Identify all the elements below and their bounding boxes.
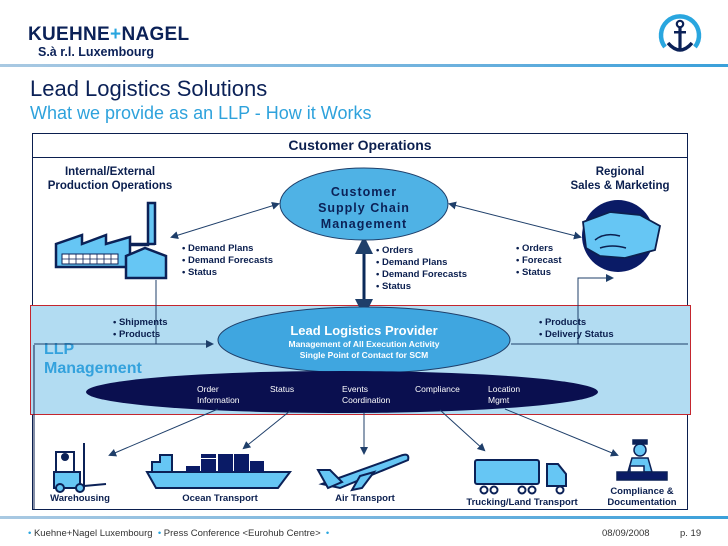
flow-item: Demand Forecasts bbox=[376, 269, 467, 281]
customer-operations-header: Customer Operations bbox=[32, 133, 688, 158]
connector-ocean bbox=[242, 410, 291, 450]
llp-label-line1: LLP bbox=[44, 341, 75, 358]
function-status: Status bbox=[270, 384, 294, 395]
company-entity: S.à r.l. Luxembourg bbox=[38, 45, 154, 59]
function-line1: Compliance bbox=[415, 384, 460, 394]
cscm-label-line2: Supply Chain bbox=[318, 201, 410, 215]
flow-production-cscm-list: Demand Plans Demand Forecasts Status bbox=[182, 243, 273, 279]
function-events-coordination: Events Coordination bbox=[342, 384, 390, 406]
connector-trucking bbox=[439, 409, 486, 452]
connector-sales-cscm bbox=[448, 201, 582, 240]
footer-date: 08/09/2008 bbox=[602, 528, 650, 539]
function-order-information: Order Information bbox=[197, 384, 240, 406]
footer-event: Press Conference <Eurohub Centre> bbox=[163, 528, 321, 539]
flow-item: Status bbox=[182, 267, 273, 279]
flow-item: Forecast bbox=[516, 255, 562, 267]
footer-separator bbox=[0, 516, 728, 519]
service-compliance-line2: Documentation bbox=[607, 497, 677, 508]
function-line1: Events bbox=[342, 384, 368, 394]
sales-label-line2: Sales & Marketing bbox=[570, 180, 670, 192]
llp-ellipse-label: Lead Logistics Provider Management of Al… bbox=[230, 323, 498, 361]
flow-item: Products bbox=[539, 317, 614, 329]
service-trucking-label: Trucking/Land Transport bbox=[466, 497, 578, 508]
production-operations-label: Internal/External Production Operations bbox=[40, 165, 180, 193]
llp-title: Lead Logistics Provider bbox=[290, 323, 438, 338]
bullet-icon: • bbox=[157, 528, 164, 539]
flow-item: Orders bbox=[516, 243, 562, 255]
flow-production-llp-list: Shipments Products bbox=[113, 317, 168, 341]
flow-item: Demand Plans bbox=[182, 243, 273, 255]
function-line1: Order bbox=[197, 384, 219, 394]
flow-item: Products bbox=[113, 329, 168, 341]
production-label-line1: Internal/External bbox=[64, 166, 156, 178]
function-compliance: Compliance bbox=[415, 384, 460, 395]
ship-icon bbox=[145, 454, 292, 489]
flow-item: Demand Plans bbox=[376, 257, 467, 269]
llp-line2: Single Point of Contact for SCM bbox=[299, 350, 429, 360]
connector-warehousing bbox=[108, 408, 219, 457]
flow-item: Status bbox=[376, 281, 467, 293]
customs-officer-icon bbox=[616, 439, 668, 481]
flow-item: Demand Forecasts bbox=[182, 255, 273, 267]
connector-production-cscm bbox=[170, 201, 280, 240]
handshake-icon bbox=[582, 200, 662, 272]
header-separator bbox=[0, 64, 728, 67]
brand-left: KUEHNE bbox=[28, 24, 111, 45]
factory-icon bbox=[54, 201, 168, 280]
llp-line1: Management of All Execution Activity bbox=[288, 339, 440, 349]
cscm-label: Customer Supply Chain Management bbox=[290, 184, 438, 232]
cscm-label-line3: Management bbox=[320, 217, 408, 231]
function-location-mgmt: Location Mgmt bbox=[488, 384, 520, 406]
airplane-icon bbox=[316, 453, 410, 492]
slide-subtitle: What we provide as an LLP - How it Works bbox=[30, 103, 372, 123]
forklift-icon bbox=[53, 443, 107, 493]
production-label-line2: Production Operations bbox=[47, 180, 173, 192]
cscm-ellipse bbox=[279, 167, 449, 241]
flow-item: Status bbox=[516, 267, 562, 279]
flow-item: Delivery Status bbox=[539, 329, 614, 341]
company-logo-text: KUEHNE+NAGEL bbox=[28, 24, 189, 46]
function-line2: Coordination bbox=[342, 395, 391, 405]
slide-title: Lead Logistics Solutions bbox=[30, 76, 268, 101]
flow-sales-cscm-list: Orders Forecast Status bbox=[516, 243, 562, 279]
function-line2: Mgmt bbox=[488, 395, 510, 405]
flow-cscm-llp-list: Orders Demand Plans Demand Forecasts Sta… bbox=[376, 245, 467, 293]
function-line1: Location bbox=[488, 384, 521, 394]
functions-ellipse bbox=[86, 371, 598, 413]
service-ocean-label: Ocean Transport bbox=[182, 493, 258, 504]
llp-label-line2: Management bbox=[44, 360, 142, 377]
bullet-icon: • bbox=[325, 528, 330, 539]
footer-page-number: p. 19 bbox=[680, 528, 702, 539]
footer-company: Kuehne+Nagel Luxembourg bbox=[33, 528, 153, 539]
cscm-label-line1: Customer bbox=[330, 185, 398, 199]
service-compliance-line1: Compliance & bbox=[610, 486, 674, 497]
service-compliance-label: Compliance & Documentation bbox=[597, 486, 687, 508]
flow-item: Orders bbox=[376, 245, 467, 257]
llp-management-label: LLP Management bbox=[44, 340, 142, 378]
footer-left: • Kuehne+Nagel Luxembourg • Press Confer… bbox=[28, 528, 329, 539]
service-warehousing-label: Warehousing bbox=[50, 493, 110, 504]
connector-compliance bbox=[504, 408, 619, 457]
service-air-label: Air Transport bbox=[335, 493, 395, 504]
flow-item: Shipments bbox=[113, 317, 168, 329]
function-line2: Information bbox=[197, 395, 240, 405]
brand-plus: + bbox=[110, 24, 122, 45]
bullet-icon: • bbox=[28, 528, 34, 539]
sales-label-line1: Regional bbox=[595, 166, 645, 178]
function-line1: Status bbox=[270, 384, 295, 394]
truck-icon bbox=[474, 459, 567, 495]
brand-right: NAGEL bbox=[121, 24, 190, 45]
flow-llp-sales-list: Products Delivery Status bbox=[539, 317, 614, 341]
sales-marketing-label: Regional Sales & Marketing bbox=[555, 165, 685, 193]
